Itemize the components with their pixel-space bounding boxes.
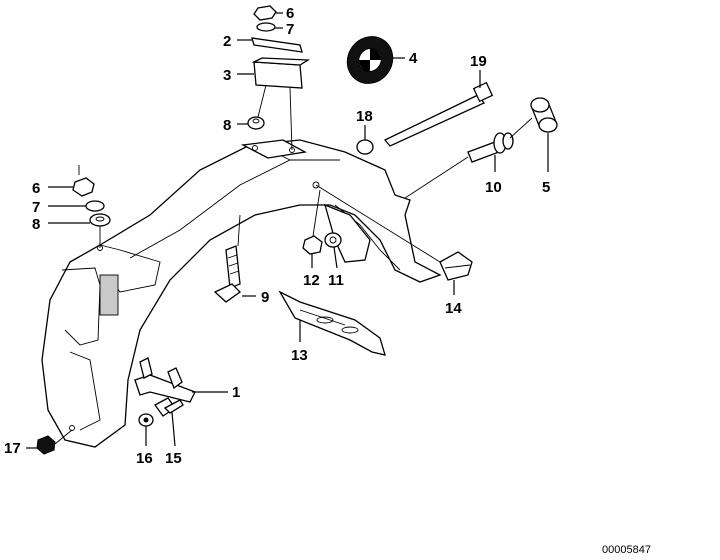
callout-3: 3: [223, 67, 231, 84]
callout-6-left: 6: [32, 180, 40, 197]
expanding-rivet-part-14: [439, 251, 473, 281]
cable-tie-part-19: [383, 81, 494, 147]
callout-8-left: 8: [32, 216, 40, 233]
callout-14: 14: [445, 300, 462, 317]
top-fastener-stack: [247, 5, 311, 130]
left-fastener-stack: [72, 177, 111, 227]
callout-labels: 6 7 2 3 8 4 19 18 10 5 6 7 8 12 11 14 9 …: [4, 5, 550, 467]
badge-part-4: [346, 36, 394, 84]
callout-8-top: 8: [223, 117, 231, 134]
leader-lines: [26, 12, 549, 449]
drawing-number: 00005847: [602, 544, 651, 556]
callout-15: 15: [165, 450, 182, 467]
rear-fender: [41, 139, 442, 448]
mounting-bracket: [134, 357, 196, 403]
callout-5: 5: [542, 179, 550, 196]
bottom-fasteners: [36, 397, 184, 455]
callout-10: 10: [485, 179, 502, 196]
callout-2: 2: [223, 33, 231, 50]
callout-19: 19: [470, 53, 487, 70]
callout-7-top: 7: [286, 21, 294, 38]
strut-part-13: [278, 290, 386, 356]
callout-12: 12: [303, 272, 320, 289]
callout-6-top: 6: [286, 5, 294, 22]
nut-washer-12-11: [302, 232, 342, 255]
callout-17: 17: [4, 440, 21, 457]
callout-11: 11: [328, 272, 344, 289]
callout-18: 18: [356, 108, 373, 125]
callout-13: 13: [291, 347, 308, 364]
screw-part-10: [467, 132, 514, 163]
bolt-part-9: [213, 245, 242, 303]
callout-1: 1: [232, 384, 240, 401]
grommet-part-18: [356, 139, 374, 155]
callout-7-left: 7: [32, 199, 40, 216]
callout-9: 9: [261, 289, 269, 306]
callout-16: 16: [136, 450, 153, 467]
callout-4: 4: [409, 50, 418, 67]
sleeve-part-5: [530, 97, 558, 133]
